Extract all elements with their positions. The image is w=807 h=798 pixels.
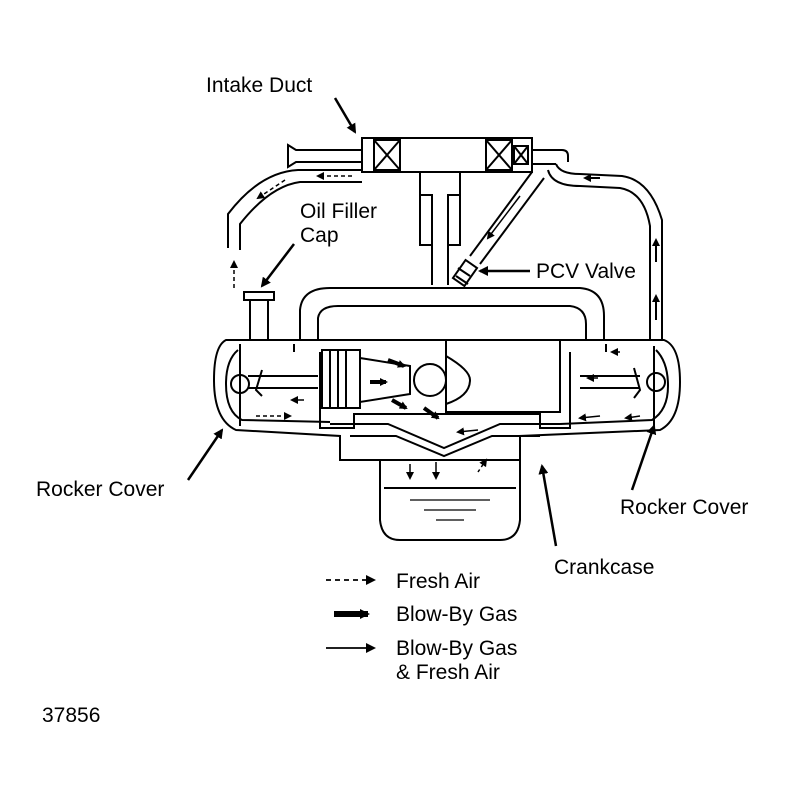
rocker-cover-right-label: Rocker Cover xyxy=(620,496,749,519)
oil-filler-cap-label-line2: Cap xyxy=(300,224,339,247)
pcv-valve-hose xyxy=(451,171,545,288)
intake-duct xyxy=(287,137,569,285)
rocker-arms xyxy=(248,367,642,399)
legend-blow-by-gas-label: Blow-By Gas xyxy=(396,603,518,626)
oil-pan xyxy=(379,460,521,541)
left-breather-tube xyxy=(227,169,362,288)
legend-fresh-air-label: Fresh Air xyxy=(396,570,481,593)
right-breather-tube xyxy=(547,163,663,340)
oil-filler-cap xyxy=(243,291,275,340)
pcv-valve-label: PCV Valve xyxy=(536,260,636,283)
intake-manifold xyxy=(299,287,605,354)
legend-combined-label-line1: Blow-By Gas xyxy=(396,637,518,660)
oil-filler-cap-label-line1: Oil Filler xyxy=(300,200,377,223)
engine-flow-arrows xyxy=(256,348,641,480)
legend-symbols xyxy=(326,575,376,653)
intake-duct-label: Intake Duct xyxy=(206,74,313,97)
legend-combined-label-line2: & Fresh Air xyxy=(396,661,500,684)
crankcase-label: Crankcase xyxy=(554,556,655,579)
figure-number: 37856 xyxy=(42,704,101,727)
piston-assembly xyxy=(321,339,561,413)
rocker-cover-left-label: Rocker Cover xyxy=(36,478,165,501)
pointer-arrows xyxy=(186,97,657,547)
